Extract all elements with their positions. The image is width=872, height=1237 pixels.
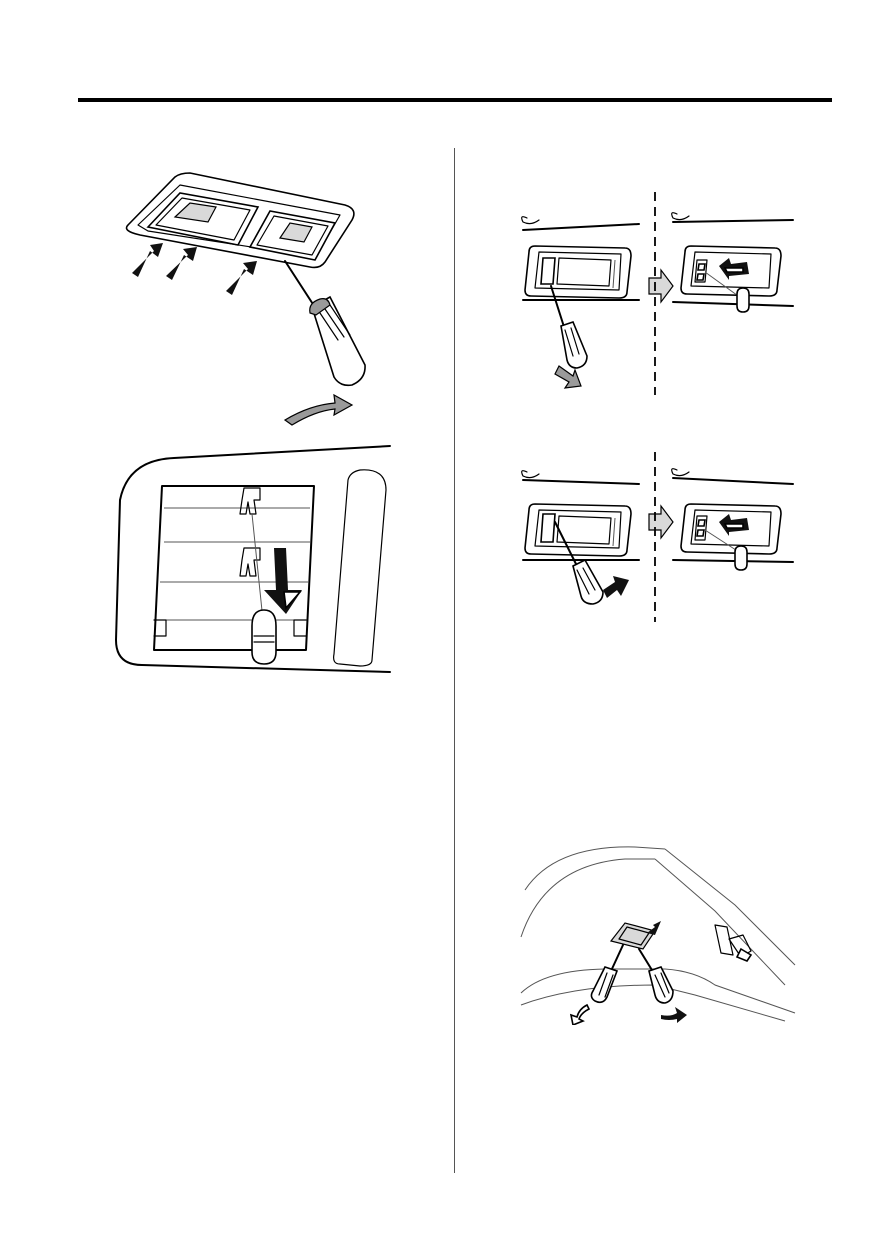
overhead-lamp-lens-pry-illustration	[120, 165, 370, 430]
overhead-lamp-bulb-replacement-illustration	[114, 440, 394, 675]
header-rule	[78, 98, 832, 102]
courtesy-lamp-lens-pry-down-illustration	[515, 190, 800, 400]
courtesy-lamp-lens-pry-sideways-illustration	[515, 450, 800, 625]
cargo-lamp-lens-removal-illustration	[515, 845, 800, 1025]
column-divider	[454, 148, 455, 1173]
